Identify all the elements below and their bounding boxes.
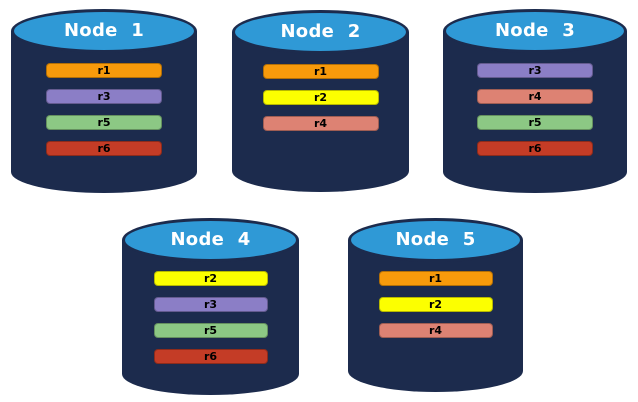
node-title: Node 1 bbox=[63, 19, 145, 41]
replica-list: r1 r2 r4 bbox=[348, 271, 523, 338]
node-title: Node 2 bbox=[280, 20, 361, 42]
cylinder-top-ellipse: Node 4 bbox=[122, 218, 299, 262]
replica-list: r1 r2 r4 bbox=[232, 64, 409, 131]
replica-bar-r6: r6 bbox=[477, 141, 593, 156]
replica-bar-r4: r4 bbox=[378, 323, 493, 338]
replica-bar-r2: r2 bbox=[153, 271, 268, 286]
replica-bar-r1: r1 bbox=[262, 64, 379, 79]
node-4-cylinder: Node 4 r2 r3 r5 r6 bbox=[122, 218, 299, 395]
replica-list: r3 r4 r5 r6 bbox=[443, 63, 627, 156]
cylinder-body bbox=[122, 240, 299, 395]
replica-bar-r3: r3 bbox=[477, 63, 593, 78]
node-title: Node 5 bbox=[395, 228, 476, 250]
cylinder-top-ellipse: Node 5 bbox=[348, 218, 523, 262]
replica-list: r1 r3 r5 r6 bbox=[11, 63, 197, 156]
replica-bar-r5: r5 bbox=[153, 323, 268, 338]
node-1-cylinder: Node 1 r1 r3 r5 r6 bbox=[11, 9, 197, 193]
node-3-cylinder: Node 3 r3 r4 r5 r6 bbox=[443, 9, 627, 193]
replica-bar-r3: r3 bbox=[46, 89, 162, 104]
cylinder-top-ellipse: Node 2 bbox=[232, 10, 409, 54]
cylinder-body bbox=[443, 31, 627, 193]
cylinder-body bbox=[232, 32, 409, 192]
replica-bar-r1: r1 bbox=[46, 63, 162, 78]
replica-bar-r6: r6 bbox=[153, 349, 268, 364]
replica-bar-r2: r2 bbox=[262, 90, 379, 105]
cylinder-top-ellipse: Node 3 bbox=[443, 9, 627, 53]
replica-bar-r5: r5 bbox=[46, 115, 162, 130]
replica-bar-r1: r1 bbox=[378, 271, 493, 286]
replica-bar-r6: r6 bbox=[46, 141, 162, 156]
replica-bar-r5: r5 bbox=[477, 115, 593, 130]
replica-bar-r3: r3 bbox=[153, 297, 268, 312]
node-2-cylinder: Node 2 r1 r2 r4 bbox=[232, 10, 409, 192]
node-title: Node 3 bbox=[494, 19, 576, 41]
replica-bar-r2: r2 bbox=[378, 297, 493, 312]
replica-bar-r4: r4 bbox=[262, 116, 379, 131]
replica-bar-r4: r4 bbox=[477, 89, 593, 104]
node-5-cylinder: Node 5 r1 r2 r4 bbox=[348, 218, 523, 392]
replica-list: r2 r3 r5 r6 bbox=[122, 271, 299, 364]
cylinder-body bbox=[11, 31, 197, 193]
cylinder-body bbox=[348, 240, 523, 392]
node-title: Node 4 bbox=[170, 228, 251, 250]
cylinder-top-ellipse: Node 1 bbox=[11, 9, 197, 53]
